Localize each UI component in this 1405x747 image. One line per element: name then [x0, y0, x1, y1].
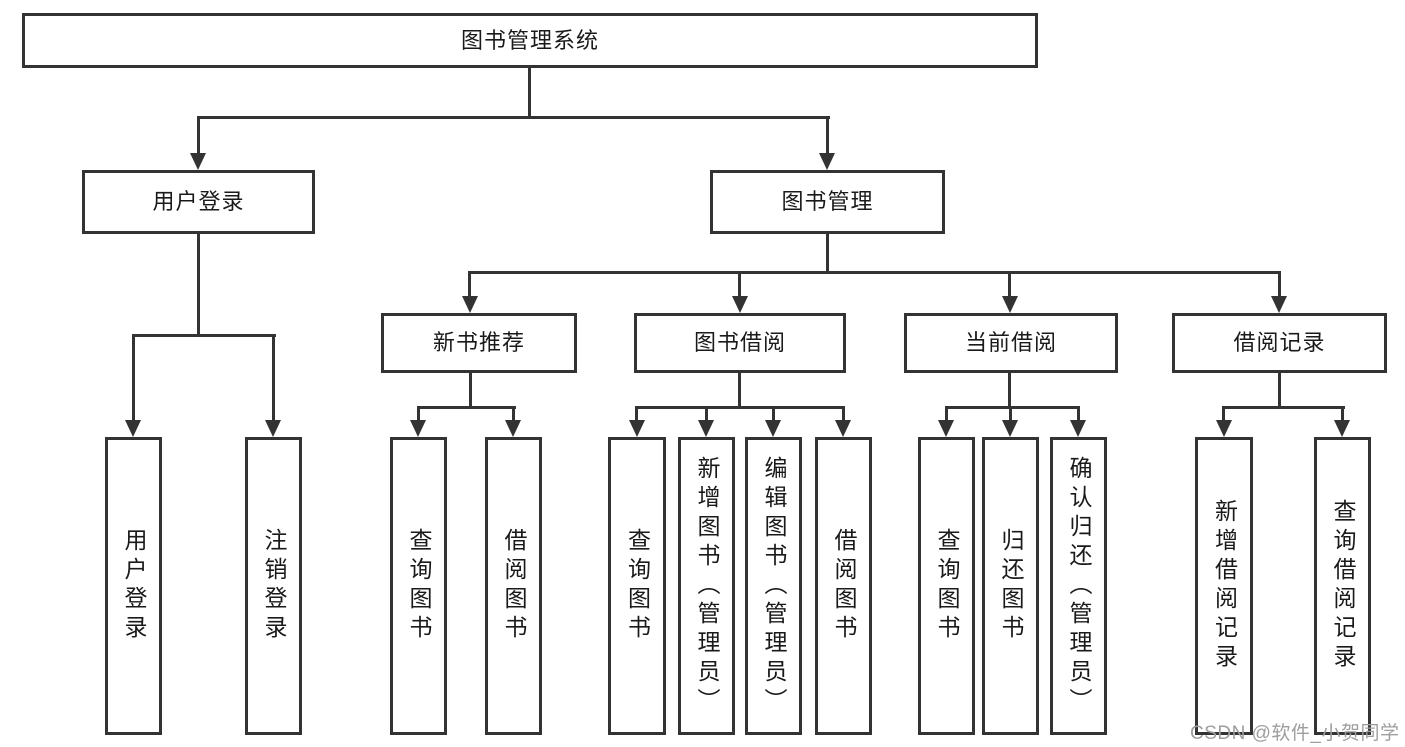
connector-vline [1222, 406, 1225, 423]
connector-hline [197, 116, 830, 119]
arrowhead-down-icon [1334, 420, 1350, 437]
connector-hline [132, 334, 276, 337]
arrowhead-down-icon [1216, 420, 1232, 437]
connector-vline [197, 234, 200, 337]
connector-vline [1278, 373, 1281, 408]
leaf-confirm-return-admin: 确认归还（管理员） [1050, 437, 1107, 735]
connector-hline [417, 406, 516, 409]
arrowhead-down-icon [732, 296, 748, 313]
connector-hline [468, 271, 1281, 274]
connector-vline [417, 406, 420, 423]
arrowhead-down-icon [629, 420, 645, 437]
connector-vline [528, 68, 531, 118]
connector-vline [826, 234, 829, 274]
arrowhead-down-icon [505, 420, 521, 437]
arrowhead-down-icon [410, 420, 426, 437]
arrowhead-down-icon [1002, 296, 1018, 313]
leaf-borrow-books-borrowing: 借阅图书 [815, 437, 872, 735]
csdn-watermark: CSDN @软件_小贺同学 [1190, 723, 1400, 744]
leaf-borrow-books-recommend: 借阅图书 [485, 437, 542, 735]
arrowhead-down-icon [1271, 296, 1287, 313]
node-library-management-system: 图书管理系统 [22, 13, 1038, 68]
connector-vline [1008, 373, 1011, 408]
arrowhead-down-icon [190, 153, 206, 170]
arrowhead-down-icon [765, 420, 781, 437]
connector-vline [468, 271, 471, 298]
arrowhead-down-icon [125, 420, 141, 437]
arrowhead-down-icon [462, 296, 478, 313]
leaf-query-books-recommend: 查询图书 [390, 437, 447, 735]
leaf-add-borrow-record: 新增借阅记录 [1195, 437, 1253, 735]
connector-vline [738, 271, 741, 298]
arrowhead-down-icon [1070, 420, 1086, 437]
connector-vline [635, 406, 638, 423]
node-new-book-recommendation: 新书推荐 [381, 313, 577, 373]
connector-vline [1278, 271, 1281, 298]
leaf-edit-book-admin: 编辑图书（管理员） [745, 437, 802, 735]
leaf-add-book-admin: 新增图书（管理员） [678, 437, 735, 735]
leaf-user-login: 用户登录 [105, 437, 162, 735]
connector-hline [635, 406, 845, 409]
connector-vline [469, 373, 472, 408]
connector-vline [705, 406, 708, 423]
connector-vline [1009, 406, 1012, 423]
connector-vline [1008, 271, 1011, 298]
arrowhead-down-icon [819, 153, 835, 170]
connector-vline [272, 334, 275, 422]
node-book-management: 图书管理 [710, 170, 945, 234]
connector-vline [197, 116, 200, 156]
leaf-query-books-current: 查询图书 [918, 437, 975, 735]
leaf-query-borrow-record: 查询借阅记录 [1314, 437, 1371, 735]
leaf-logout: 注销登录 [245, 437, 302, 735]
node-current-borrowing: 当前借阅 [904, 313, 1118, 373]
connector-vline [1341, 406, 1344, 423]
node-borrowing-records: 借阅记录 [1172, 313, 1387, 373]
arrowhead-down-icon [698, 420, 714, 437]
connector-vline [772, 406, 775, 423]
connector-hline [945, 406, 1080, 409]
connector-vline [132, 334, 135, 422]
connector-vline [842, 406, 845, 423]
connector-hline [1222, 406, 1345, 409]
arrowhead-down-icon [835, 420, 851, 437]
connector-vline [826, 116, 829, 156]
leaf-query-books-borrowing: 查询图书 [608, 437, 666, 735]
arrowhead-down-icon [265, 420, 281, 437]
connector-vline [738, 373, 741, 408]
connector-vline [945, 406, 948, 423]
connector-vline [512, 406, 515, 423]
connector-vline [1077, 406, 1080, 423]
node-book-borrowing: 图书借阅 [634, 313, 846, 373]
arrowhead-down-icon [1002, 420, 1018, 437]
leaf-return-book: 归还图书 [982, 437, 1039, 735]
node-user-login: 用户登录 [82, 170, 315, 234]
arrowhead-down-icon [938, 420, 954, 437]
